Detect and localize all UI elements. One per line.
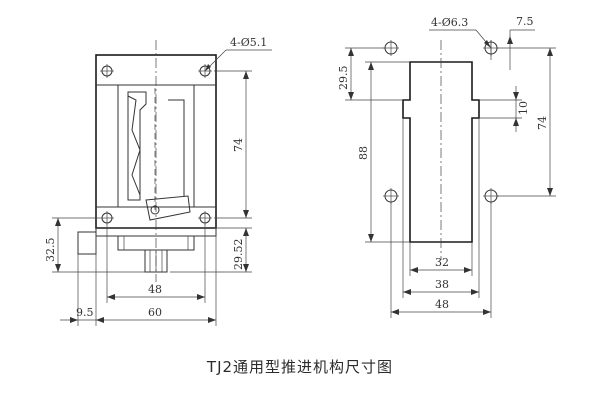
left-mount-holes [100,64,212,225]
left-dim-48: 48 [106,224,206,303]
right-dim-74: 74 [497,47,556,197]
right-dim-48-text: 48 [435,298,449,311]
left-dim-32-5: 32.5 [44,217,145,273]
right-dim-7-5-text: 7.5 [516,15,534,28]
right-dim-38: 38 [402,118,480,298]
right-dim-10: 10 [479,86,530,132]
right-dim-29-5-text: 29.5 [337,66,350,91]
left-dim-60: 60 9.5 [60,236,217,326]
left-hole-note: 4-Ø5.1 [230,36,267,49]
right-dim-88-text: 88 [357,146,370,160]
right-dim-7-5: 7.5 [490,15,535,70]
left-dim-60-text: 60 [148,306,162,319]
left-hole-callout: 4-Ø5.1 [204,36,272,72]
right-dim-38-text: 38 [435,278,449,291]
left-dim-32-5-text: 32.5 [44,238,57,263]
left-dim-29-52: 29.52 [170,227,252,273]
right-dim-74-text: 74 [536,116,549,130]
right-dim-29-5: 29.5 [337,47,403,101]
right-view: 4-Ø6.3 7.5 29.5 88 [337,15,556,318]
right-dim-10-text: 10 [517,101,530,115]
right-hole-note: 4-Ø6.3 [431,16,468,29]
right-hole-callout: 4-Ø6.3 [429,16,492,49]
figure-caption: TJ2通用型推进机构尺寸图 [206,358,394,376]
right-dim-48: 48 [390,202,492,318]
left-dim-48-text: 48 [148,283,162,296]
left-dim-29-52-text: 29.52 [232,239,245,271]
left-dim-74-text: 74 [232,138,245,152]
right-dim-88: 88 [357,61,410,243]
left-dim-9-5-text: 9.5 [76,306,94,319]
left-view: 4-Ø5.1 74 29.52 32.5 [44,36,272,326]
right-dim-32: 32 [409,242,473,276]
right-dim-32-text: 32 [435,256,449,269]
left-base [77,227,217,273]
left-mechanism [127,88,191,221]
left-dim-74: 74 [214,70,252,219]
